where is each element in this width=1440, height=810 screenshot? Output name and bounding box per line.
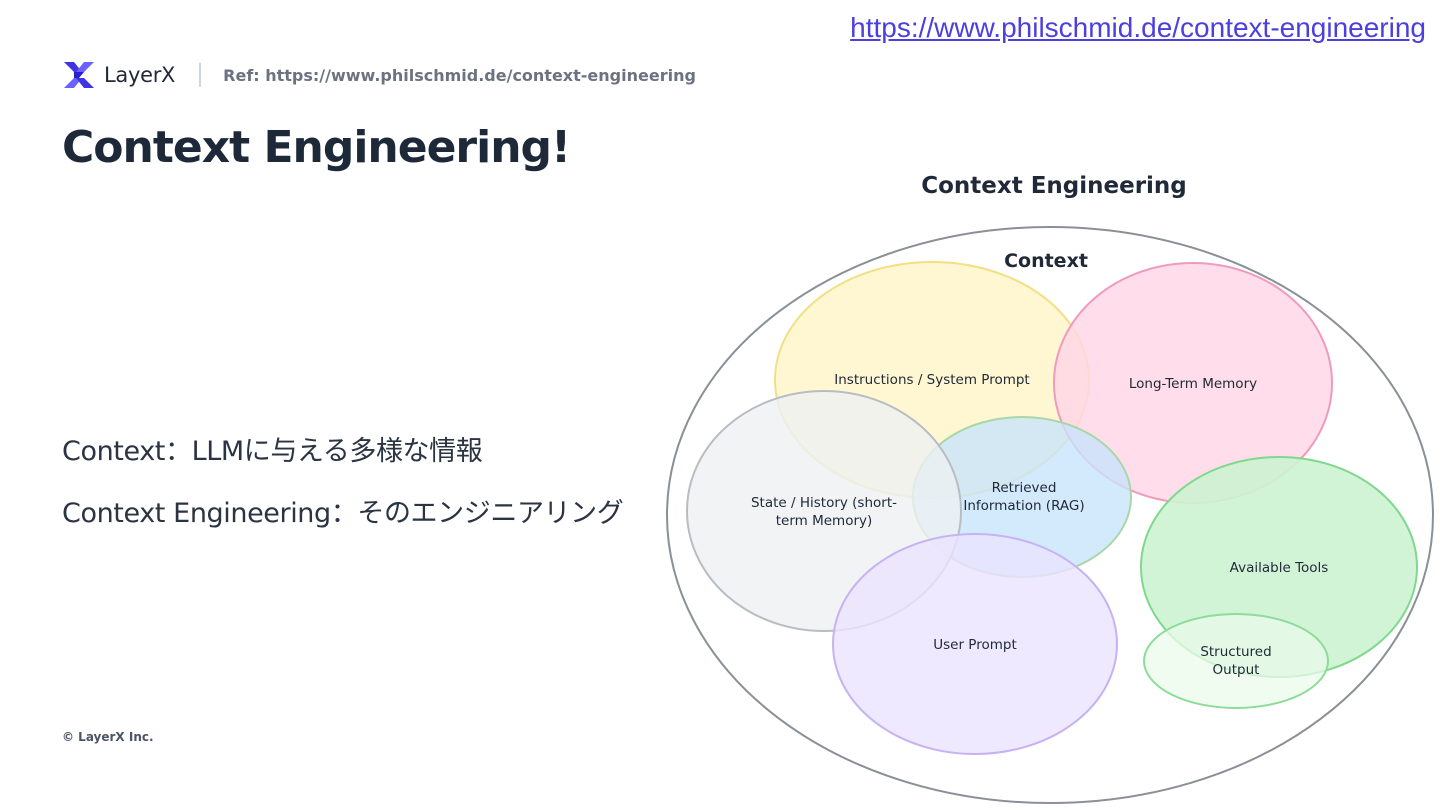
state-history-label-line2: term Memory) [776, 513, 873, 529]
retrieved-label-line2: Information (RAG) [963, 498, 1084, 514]
retrieved-information-circle [912, 416, 1132, 578]
copyright-footer: © LayerX Inc. [62, 730, 154, 744]
header-divider [199, 63, 202, 87]
long-term-memory-label: Long-Term Memory [1129, 376, 1257, 392]
reference-link[interactable]: https://www.philschmid.de/context-engine… [850, 12, 1426, 43]
instructions-label: Instructions / System Prompt [834, 372, 1029, 388]
state-history-label-line1: State / History (short- [751, 495, 897, 511]
structured-output-label-line2: Output [1213, 662, 1260, 678]
structured-output-circle [1143, 613, 1329, 709]
available-tools-circle [1140, 456, 1418, 678]
structured-output-label-line1: Structured [1200, 644, 1271, 660]
retrieved-label-line1: Retrieved [992, 480, 1057, 496]
context-label: Context [1004, 250, 1088, 272]
long-term-memory-circle [1053, 262, 1333, 504]
context-outer-ellipse [666, 226, 1434, 804]
user-prompt-label: User Prompt [933, 637, 1017, 653]
state-history-circle [686, 390, 962, 632]
user-prompt-circle [832, 533, 1118, 755]
diagram-title: Context Engineering [921, 173, 1187, 199]
body-line-context: Context：LLMに与える多様な情報 [62, 436, 483, 467]
header: LayerX Ref: https://www.philschmid.de/co… [62, 60, 696, 90]
layerx-logo-icon [64, 62, 94, 88]
body-line-context-engineering: Context Engineering：そのエンジニアリング [62, 498, 624, 529]
body-text: Context：LLMに与える多様な情報 Context Engineering… [62, 432, 624, 556]
logo-text: LayerX [104, 63, 176, 87]
page-title: Context Engineering! [62, 122, 571, 173]
available-tools-label: Available Tools [1230, 560, 1329, 576]
instructions-circle [774, 261, 1090, 499]
reference-text: Ref: https://www.philschmid.de/context-e… [223, 65, 696, 85]
